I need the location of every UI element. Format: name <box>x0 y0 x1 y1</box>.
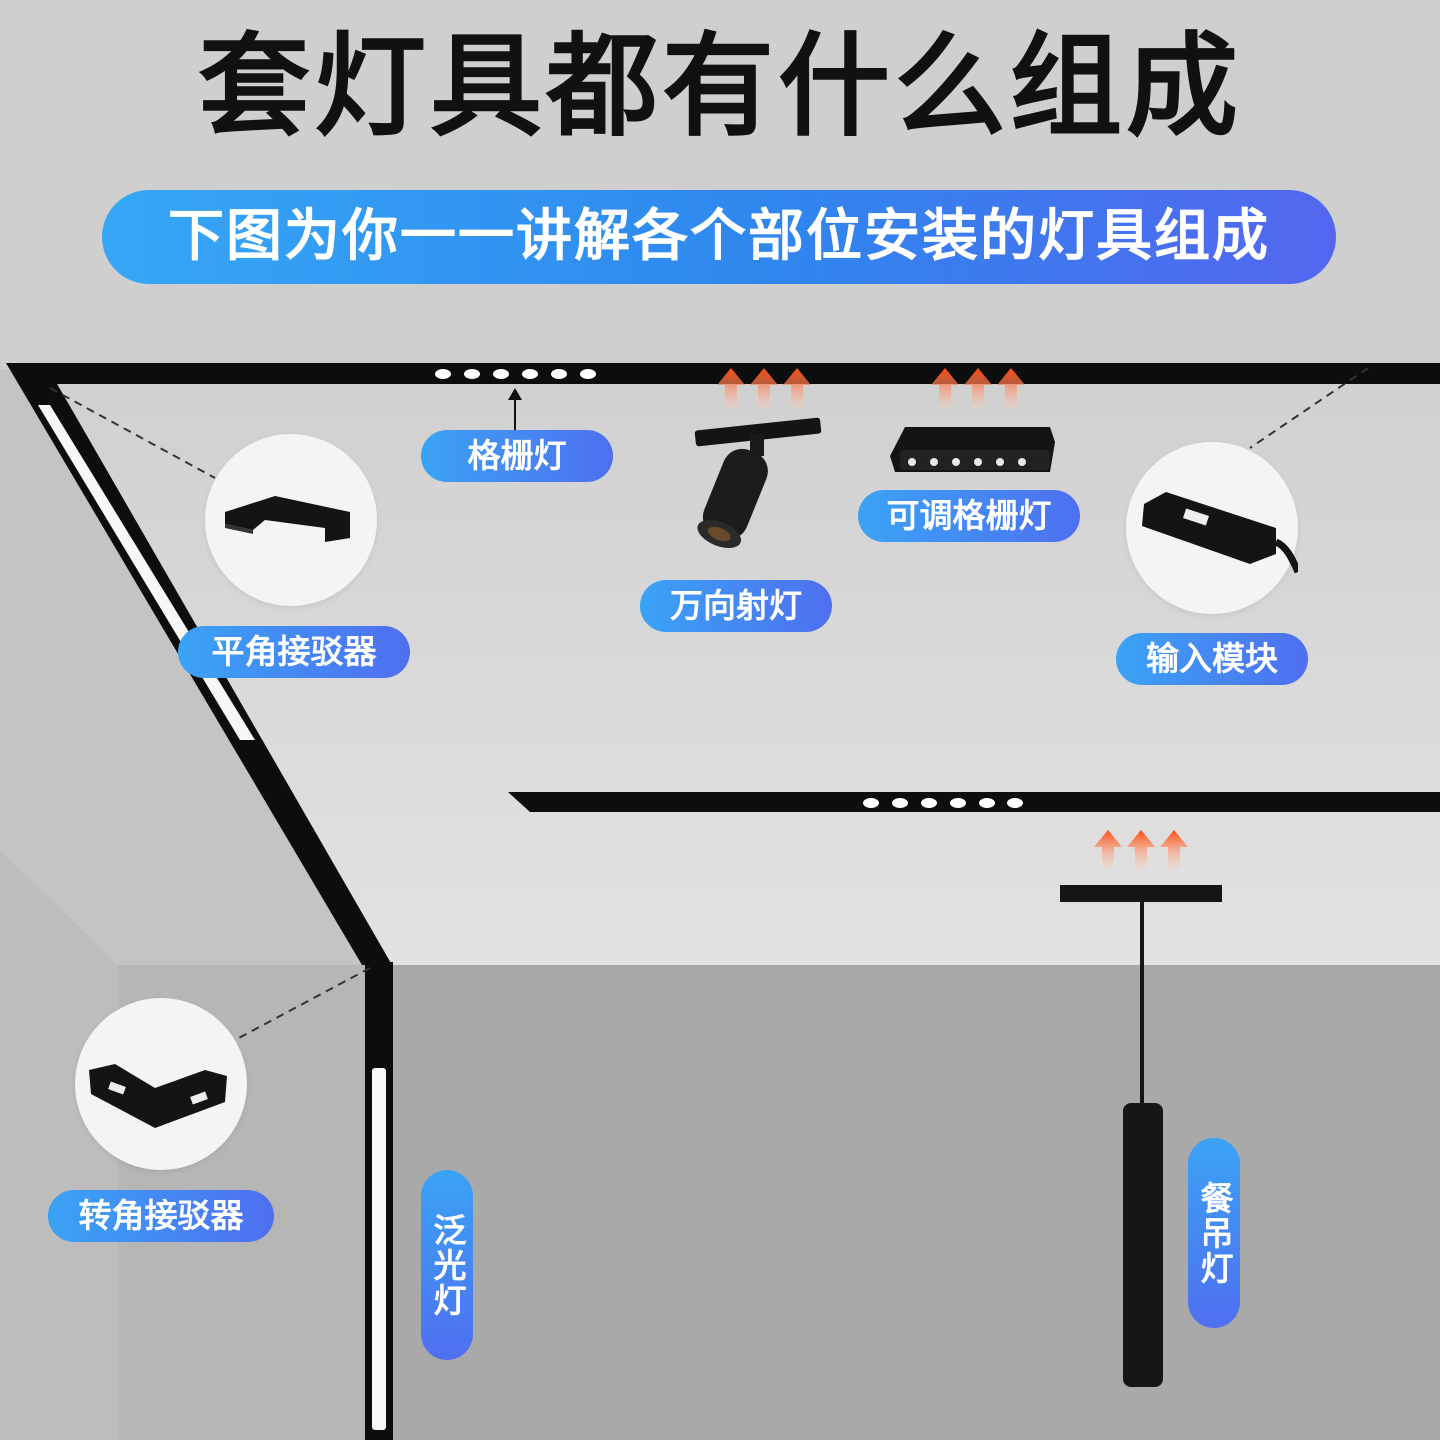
corner-connector-circle <box>75 998 247 1170</box>
flat-connector-label: 平角接驳器 <box>178 626 410 678</box>
pendant-light-label: 餐吊灯 <box>1188 1138 1240 1328</box>
spotlight-fixture <box>694 417 822 549</box>
top-track <box>6 363 1440 384</box>
flood-light-strip <box>372 1068 386 1430</box>
back-wall <box>380 965 1440 1440</box>
flood-light-text: 泛光灯 <box>428 1212 467 1318</box>
flat-connector-icon <box>225 496 350 542</box>
upper-background <box>0 0 1440 370</box>
corner-connector-label: 转角接驳器 <box>48 1190 274 1242</box>
grille-light-label: 格栅灯 <box>421 430 613 482</box>
pointer-arrow <box>508 388 522 432</box>
grille-light-dots <box>435 369 596 379</box>
up-arrows-pendant <box>1094 830 1188 870</box>
input-module-circle <box>1126 442 1298 614</box>
pendant-fixture <box>1060 885 1222 1387</box>
flood-light-label: 泛光灯 <box>421 1170 473 1360</box>
page-title: 套灯具都有什么组成 <box>198 22 1242 152</box>
up-arrows-adjustable <box>931 368 1025 410</box>
middle-grille-dots <box>863 798 1023 808</box>
up-arrows-spotlight <box>717 368 811 410</box>
adjustable-grille-light-label: 可调格栅灯 <box>858 490 1080 542</box>
input-module-label: 输入模块 <box>1116 633 1308 685</box>
spotlight-label: 万向射灯 <box>640 580 832 632</box>
flat-connector-circle <box>205 434 377 606</box>
input-module-icon <box>1142 492 1298 574</box>
subtitle-banner: 下图为你一一讲解各个部位安装的灯具组成 <box>102 190 1336 284</box>
adjustable-grille-fixture <box>890 427 1055 472</box>
corner-connector-icon <box>89 1064 227 1128</box>
leader-lines <box>49 367 1369 1041</box>
pendant-light-text: 餐吊灯 <box>1195 1180 1234 1286</box>
left-wall-shade <box>0 850 118 1440</box>
middle-track <box>508 792 1440 812</box>
